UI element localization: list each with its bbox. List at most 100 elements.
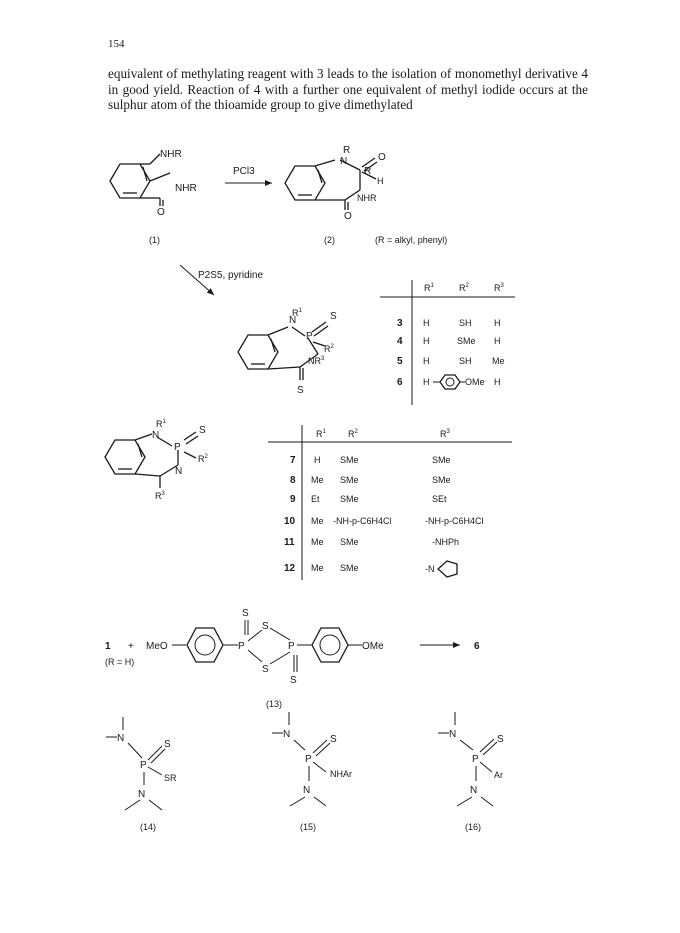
svg-text:S: S: [262, 664, 269, 675]
table1-row1-r3: H: [494, 318, 501, 328]
svg-text:N: N: [283, 729, 290, 740]
table2-row4-r3: -NH-p-C6H4Cl: [425, 516, 484, 526]
structure-7-12-p: P: [174, 442, 181, 453]
table2-row3-r3: SEt: [432, 494, 447, 504]
compound-1-nhr-bottom: NHR: [175, 183, 197, 194]
table-2: R1 R2 R3 7 H SMe SMe 8 Me SMe SMe 9 Et S…: [268, 425, 512, 580]
table1-row2-r3: H: [494, 336, 501, 346]
scheme2-product: 6: [474, 641, 480, 652]
compound-2-structure: R N R O H NHR O (2) (R = alkyl, phenyl): [284, 145, 447, 245]
table2-row1-r2: SMe: [340, 455, 359, 465]
table2-row6-r1: Me: [311, 563, 324, 573]
scheme2-plus: +: [128, 641, 134, 652]
structure-7-12-r2: R2: [198, 454, 209, 464]
structure-3-6-n: N: [289, 315, 296, 326]
structure-3-6-nr3: NR3: [308, 356, 325, 366]
table1-row1-num: 3: [397, 318, 403, 329]
svg-text:-N: -N: [425, 564, 435, 574]
structure-3-6-r1: R1: [292, 308, 303, 318]
structure-7-12-n2: N: [175, 466, 182, 477]
table1-row3-num: 5: [397, 356, 403, 367]
svg-text:P: P: [288, 641, 295, 652]
compound-2-nr: NHR: [357, 193, 377, 203]
compound-2-r-ring: R: [364, 166, 371, 177]
svg-text:N: N: [449, 729, 456, 740]
table2-row4-num: 10: [284, 516, 296, 527]
table1-row4-ome: OMe: [465, 377, 485, 387]
table-1: R1 R2 R3 3 H SH H 4 H SMe H 5 H SH Me 6 …: [380, 280, 515, 405]
page-number: 154: [108, 38, 125, 50]
structure-7-12-r3: R3: [155, 491, 166, 501]
compound-2-r: R: [343, 145, 350, 156]
table2-header-r3: R3: [440, 429, 451, 439]
structure-16: N P S Ar N (16): [438, 712, 504, 832]
table1-row4-num: 6: [397, 377, 403, 388]
structure-3-6-r2: R2: [324, 344, 335, 354]
table2-row1-r1: H: [314, 455, 321, 465]
table2-row4-r1: Me: [311, 516, 324, 526]
svg-text:P: P: [140, 760, 147, 771]
structure-3-6-s-bottom: S: [297, 385, 304, 396]
svg-text:S: S: [242, 608, 249, 619]
table2-header-r2: R2: [348, 429, 359, 439]
table1-header-r3: R3: [494, 283, 505, 293]
svg-text:N: N: [303, 785, 310, 796]
table1-row3-r2: SH: [459, 356, 472, 366]
table1-header-r2: R2: [459, 283, 470, 293]
table2-row2-r1: Me: [311, 475, 324, 485]
structure-7-12-n: N: [152, 430, 159, 441]
table1-row4-r1: H: [423, 377, 430, 387]
compound-2-label: (2): [324, 235, 335, 245]
structure-7-12-r1: R1: [156, 419, 167, 429]
table1-header-r1: R1: [424, 283, 435, 293]
table2-row2-r3: SMe: [432, 475, 451, 485]
svg-text:N: N: [470, 785, 477, 796]
svg-text:P: P: [472, 754, 479, 765]
table2-row3-num: 9: [290, 494, 296, 505]
pyrrolidine-icon: -N: [425, 560, 458, 578]
table2-row5-r2: SMe: [340, 537, 359, 547]
structure-3-6-s: S: [330, 311, 337, 322]
structure-14: N P S SR N (14): [106, 717, 177, 832]
r-substituent-note: (R = alkyl, phenyl): [375, 235, 447, 245]
structure-14-substituent: SR: [164, 773, 177, 783]
structure-3-6-p: P: [306, 331, 313, 342]
compound-1-nhr-top: NHR: [160, 149, 182, 160]
table2-row2-r2: SMe: [340, 475, 359, 485]
table1-row3-r3: Me: [492, 356, 505, 366]
table2-header-r1: R1: [316, 429, 327, 439]
scheme2-reactant: 1: [105, 641, 111, 652]
svg-text:S: S: [497, 734, 504, 745]
structure-15-label: (15): [300, 822, 316, 832]
body-paragraph: equivalent of methylating reagent with 3…: [108, 66, 588, 113]
methoxyphenyl-icon: [433, 374, 465, 390]
structure-7-12: R1 N P S R2 N R3: [104, 419, 209, 501]
svg-text:P: P: [238, 641, 245, 652]
structure-15: N P S NHAr N (15): [272, 712, 352, 832]
compound-2-n: N: [340, 156, 347, 167]
table2-row2-num: 8: [290, 475, 296, 486]
compound-2-oxygen: O: [344, 211, 352, 222]
table1-row2-r2: SMe: [457, 336, 476, 346]
table1-row2-r1: H: [423, 336, 430, 346]
table1-row3-r1: H: [423, 356, 430, 366]
scheme2-meo: MeO: [146, 641, 168, 652]
compound-1-label: (1): [149, 235, 160, 245]
compound-2-h: H: [377, 176, 384, 186]
scheme2-condition: (R = H): [105, 657, 134, 667]
compound-1-oxygen: O: [157, 207, 165, 218]
svg-text:S: S: [164, 739, 171, 750]
table1-row4-r3: H: [494, 377, 501, 387]
structure-15-substituent: NHAr: [330, 769, 352, 779]
svg-text:N: N: [117, 733, 124, 744]
svg-text:S: S: [290, 675, 297, 686]
structure-16-label: (16): [465, 822, 481, 832]
svg-text:S: S: [262, 621, 269, 632]
scheme2-label: (13): [266, 699, 282, 709]
structure-7-12-s: S: [199, 425, 206, 436]
table2-row6-r2: SMe: [340, 563, 359, 573]
scheme-2: 1 + MeO (R = H) P S S S P S OMe 6 (13): [105, 608, 480, 709]
table2-row1-num: 7: [290, 455, 296, 466]
table2-row5-num: 11: [284, 537, 295, 548]
